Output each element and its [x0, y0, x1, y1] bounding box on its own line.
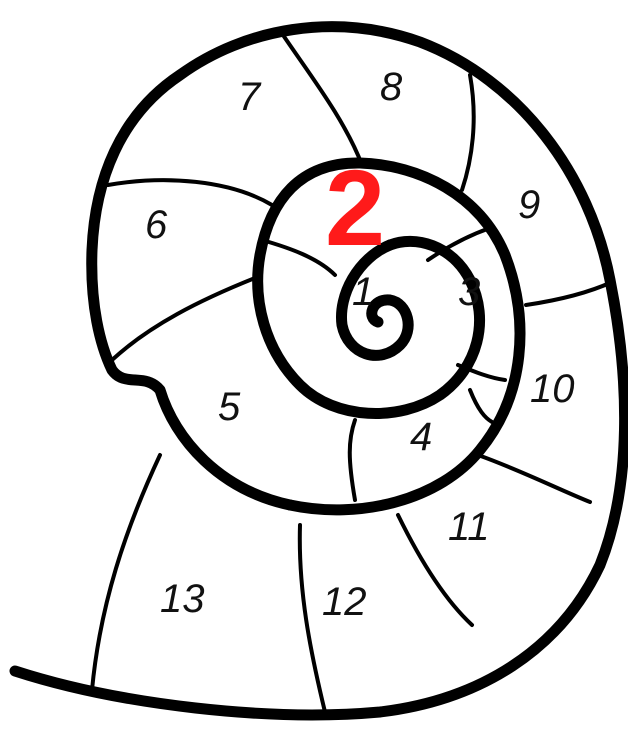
septum-7-8 — [283, 35, 362, 165]
chamber-label-3: 3 — [458, 270, 480, 314]
septum-4-5 — [350, 420, 355, 500]
septum-4-inner — [470, 390, 492, 422]
septum-13-outer — [92, 455, 160, 690]
chamber-label-6: 6 — [145, 203, 168, 247]
septum-5-6 — [112, 278, 255, 360]
highlighted-chamber-label-2: 2 — [325, 147, 385, 268]
chamber-label-12: 12 — [322, 580, 367, 624]
chamber-label-8: 8 — [380, 65, 403, 109]
septum-8-9 — [462, 75, 474, 190]
chamber-label-10: 10 — [530, 367, 575, 411]
chamber-label-4: 4 — [410, 415, 432, 459]
chamber-label-13: 13 — [160, 577, 205, 621]
septum-10-11 — [478, 455, 590, 502]
chamber-label-11: 11 — [448, 505, 490, 549]
septum-9-10 — [526, 282, 612, 305]
chamber-label-5: 5 — [218, 385, 241, 429]
chamber-label-9: 9 — [518, 183, 540, 227]
septum-6-7 — [108, 180, 272, 205]
chamber-label-1: 1 — [352, 270, 374, 314]
chamber-label-7: 7 — [238, 75, 262, 119]
